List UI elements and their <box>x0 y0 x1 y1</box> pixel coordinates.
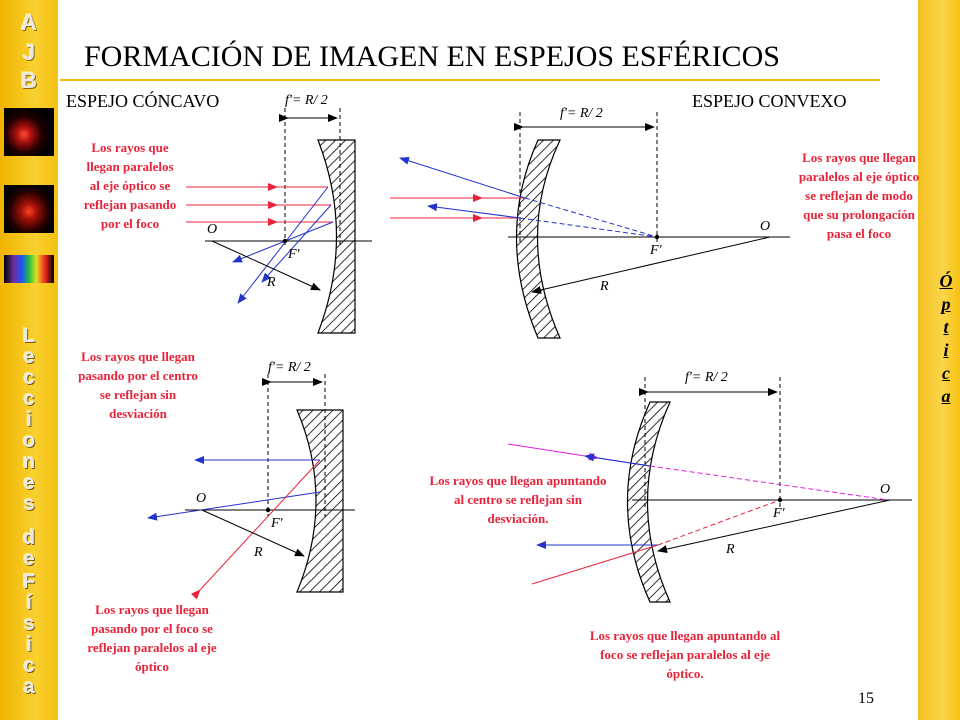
center-label-1: O <box>207 222 217 237</box>
fisica-letter-4: c <box>23 655 35 677</box>
radius-label-3: R <box>599 279 609 294</box>
optica-letter-2: t <box>943 317 949 337</box>
optica-letter-1: p <box>941 294 951 314</box>
de-letter-0: d <box>22 527 36 549</box>
diagram-convex-parallel: f'= R/ 2 O F' R <box>390 106 790 339</box>
lecciones-letter-4: i <box>26 409 32 431</box>
center-label-4: O <box>880 482 890 497</box>
lecciones-letter-6: n <box>22 451 36 473</box>
focal-length-label-3: f'= R/ 2 <box>560 106 603 121</box>
caption-convex-center: Los rayos que llegan apuntando al centro… <box>429 473 607 526</box>
caption-concave-parallel: Los rayos que llegan paralelos al eje óp… <box>83 140 177 231</box>
focus-label-3: F' <box>649 243 663 258</box>
focus-label-1: F' <box>287 247 301 262</box>
thumbnail-optics-image <box>4 185 54 233</box>
fisica-letter-5: a <box>23 676 35 698</box>
radius-label-4: R <box>725 542 735 557</box>
lecciones-letter-0: L <box>22 325 36 347</box>
lecciones-letter-8: s <box>23 493 35 515</box>
fisica-letter-2: s <box>23 613 35 635</box>
focal-length-label-1: f'= R/ 2 <box>285 93 328 108</box>
de-letter-1: e <box>23 548 35 570</box>
logo-letter-a: A <box>21 10 37 35</box>
lecciones-letter-3: c <box>23 388 35 410</box>
right-sidebar <box>918 0 960 720</box>
center-label-2: O <box>196 491 206 506</box>
focal-length-label-2: f'= R/ 2 <box>268 360 311 375</box>
subtitle-convex-mirror: ESPEJO CONVEXO <box>692 91 847 111</box>
subtitle-concave-mirror: ESPEJO CÓNCAVO <box>66 91 220 111</box>
page-number: 15 <box>858 690 874 707</box>
logo-letter-b: B <box>21 68 37 93</box>
fisica-letter-0: F <box>22 571 36 593</box>
optica-letter-0: Ó <box>939 271 953 291</box>
thumbnail-spectrum-image <box>4 255 54 283</box>
caption-convex-parallel: Los rayos que llegan paralelos al eje óp… <box>798 150 920 241</box>
radius-label-2: R <box>253 545 263 560</box>
thumbnail-laser-image <box>4 108 54 156</box>
optica-letter-4: c <box>942 363 950 383</box>
optica-letter-5: a <box>941 386 951 406</box>
diagram-concave-parallel: f'= R/ 2 O F' R <box>186 93 372 334</box>
logo-letter-j: J <box>22 40 36 65</box>
lecciones-letter-5: o <box>22 430 36 452</box>
focal-length-label-4: f'= R/ 2 <box>685 370 728 385</box>
caption-concave-center: Los rayos que llegan pasando por el cent… <box>78 349 198 421</box>
radius-label-1: R <box>266 275 276 290</box>
caption-concave-focus: Los rayos que llegan pasando por el foco… <box>87 602 217 674</box>
diagram-convex-center-focus: f'= R/ 2 O F' R <box>507 370 912 603</box>
center-label-3: O <box>760 219 770 234</box>
lecciones-letter-1: e <box>23 346 35 368</box>
page-title: FORMACIÓN DE IMAGEN EN ESPEJOS ESFÉRICOS <box>84 40 780 73</box>
optica-letter-3: i <box>943 340 949 360</box>
lecciones-letter-2: c <box>23 367 35 389</box>
title-underline <box>60 79 880 81</box>
caption-convex-focus: Los rayos que llegan apuntando al foco s… <box>589 628 781 681</box>
focus-label-2: F' <box>270 516 284 531</box>
focus-label-4: F' <box>772 506 786 521</box>
fisica-letter-1: í <box>26 592 32 614</box>
fisica-letter-3: i <box>26 634 32 656</box>
lecciones-letter-7: e <box>23 472 35 494</box>
diagram-concave-center: f'= R/ 2 O F' R <box>147 360 355 600</box>
